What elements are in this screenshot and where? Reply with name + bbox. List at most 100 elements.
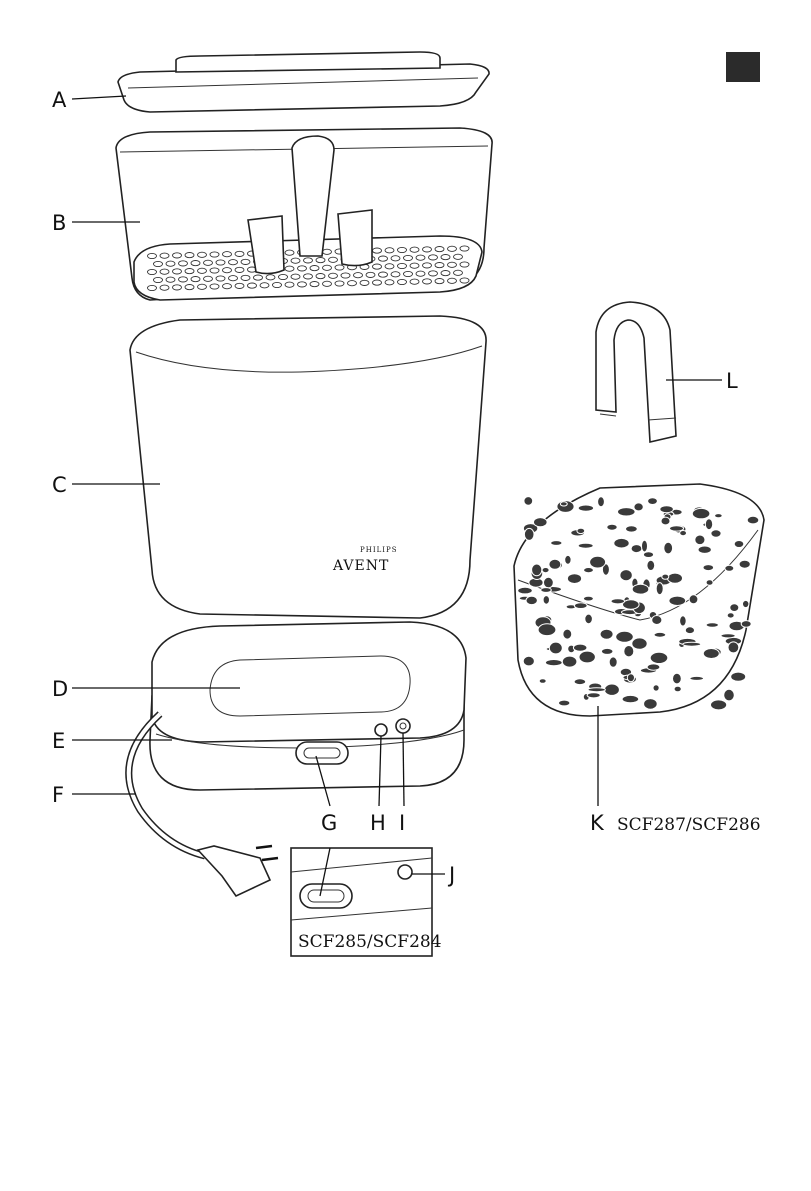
basket-k-hole [683, 642, 701, 646]
basket-k-hole [705, 519, 712, 530]
basket-k-hole [703, 649, 719, 659]
basket-k-hole [523, 656, 534, 666]
basket-k-hole [526, 596, 537, 604]
inset-model-label: SCF285/SCF284 [298, 932, 442, 952]
basket-k-hole [624, 646, 634, 657]
basket-k-hole [562, 656, 577, 667]
basket-k-hole [611, 599, 625, 604]
basket-k-hole [524, 497, 533, 506]
basket-k-hole [741, 621, 751, 628]
indicator-h [375, 724, 387, 736]
basket-k-hole [573, 644, 587, 651]
basket-k-hole [680, 531, 687, 536]
basket-k-hole [600, 629, 613, 639]
basket-k-hole [721, 634, 735, 638]
basket-k-hole [664, 542, 673, 554]
basket-k-hole [703, 565, 714, 571]
basket-k-hole [563, 629, 572, 639]
basket-k-hole [634, 503, 643, 511]
basket-k-hole [648, 498, 658, 505]
basket-k-hole [724, 689, 735, 701]
basket-k-hole [698, 546, 711, 553]
basket-k-hole [725, 565, 734, 571]
basket-k-hole [578, 543, 593, 548]
basket-k-hole [668, 573, 683, 583]
basket-k-hole [661, 517, 670, 525]
label-g: G [321, 811, 337, 835]
basket-k-hole [711, 700, 727, 710]
part-c-body: PHILIPS AVENT [130, 316, 486, 618]
basket-k-hole [542, 568, 549, 573]
basket-k-hole [734, 541, 744, 548]
basket-k-hole [706, 623, 718, 627]
label-e: E [52, 729, 65, 753]
basket-k-hole [743, 600, 749, 607]
basket-k-hole [545, 660, 562, 666]
indicator-j [398, 865, 412, 879]
basket-k-hole [660, 506, 674, 513]
basket-k-hole [567, 574, 581, 584]
basket-k-hole [730, 604, 739, 612]
label-j: J [447, 863, 455, 887]
basket-k-hole [632, 584, 649, 594]
basket-k-hole [653, 685, 659, 691]
basket-k-hole [532, 564, 542, 576]
basket-k-hole [626, 526, 638, 532]
basket-k-hole [643, 552, 653, 558]
basket-k-hole [685, 627, 694, 634]
basket-k-hole [692, 508, 710, 518]
basket-k-hole [560, 502, 567, 506]
basket-k-hole [609, 657, 617, 667]
basket-k-hole [541, 588, 552, 593]
basket-k-hole [662, 574, 669, 579]
basket-k-hole [654, 632, 666, 637]
basket-k-hole [669, 596, 686, 605]
basket-k-hole [538, 624, 556, 636]
basket-k-hole [711, 530, 721, 537]
basket-k-hole [614, 538, 629, 548]
basket-k-hole [622, 695, 639, 702]
part-k-basket [514, 484, 764, 716]
part-a-lid [118, 52, 489, 112]
basket-k-hole [539, 679, 546, 684]
label-i: I [399, 811, 405, 835]
basket-k-hole [631, 545, 642, 553]
basket-k-hole [728, 642, 739, 653]
basket-k-hole [618, 508, 636, 516]
basket-k-hole [574, 679, 586, 685]
label-h: H [370, 811, 386, 835]
basket-k-hole [715, 514, 723, 518]
basket-k-hole [565, 555, 571, 564]
basket-k-hole [588, 688, 605, 692]
basket-k-hole [674, 686, 681, 692]
basket-k-hole [647, 560, 655, 570]
section-tab-marker [726, 52, 760, 82]
basket-k-hole [627, 674, 634, 682]
basket-k-hole [607, 524, 617, 530]
basket-k-hole [587, 693, 600, 698]
basket-k-hole [673, 673, 682, 684]
brand-line-2: AVENT [332, 558, 389, 574]
label-d: D [52, 677, 68, 701]
basket-k-hole [706, 580, 713, 586]
basket-k-hole [727, 613, 734, 618]
basket-k-hole [551, 541, 562, 546]
basket-k-hole [584, 568, 594, 573]
basket-k-hole [642, 540, 648, 552]
basket-k-hole [650, 652, 668, 663]
label-a: A [52, 88, 67, 112]
basket-k-hole [652, 616, 662, 625]
basket-k-hole [680, 616, 687, 626]
label-b: B [52, 211, 66, 235]
basket-k-hole [598, 497, 605, 507]
basket-k-hole [616, 631, 634, 642]
basket-k-hole [534, 518, 548, 527]
k-model-label: SCF287/SCF286 [617, 815, 761, 835]
label-l: L [726, 369, 738, 393]
basket-k-hole [656, 583, 663, 595]
basket-k-hole [604, 684, 619, 695]
label-f: F [52, 783, 64, 807]
basket-k-hole [747, 516, 759, 524]
basket-k-hole [731, 672, 746, 681]
basket-k-hole [739, 560, 750, 568]
